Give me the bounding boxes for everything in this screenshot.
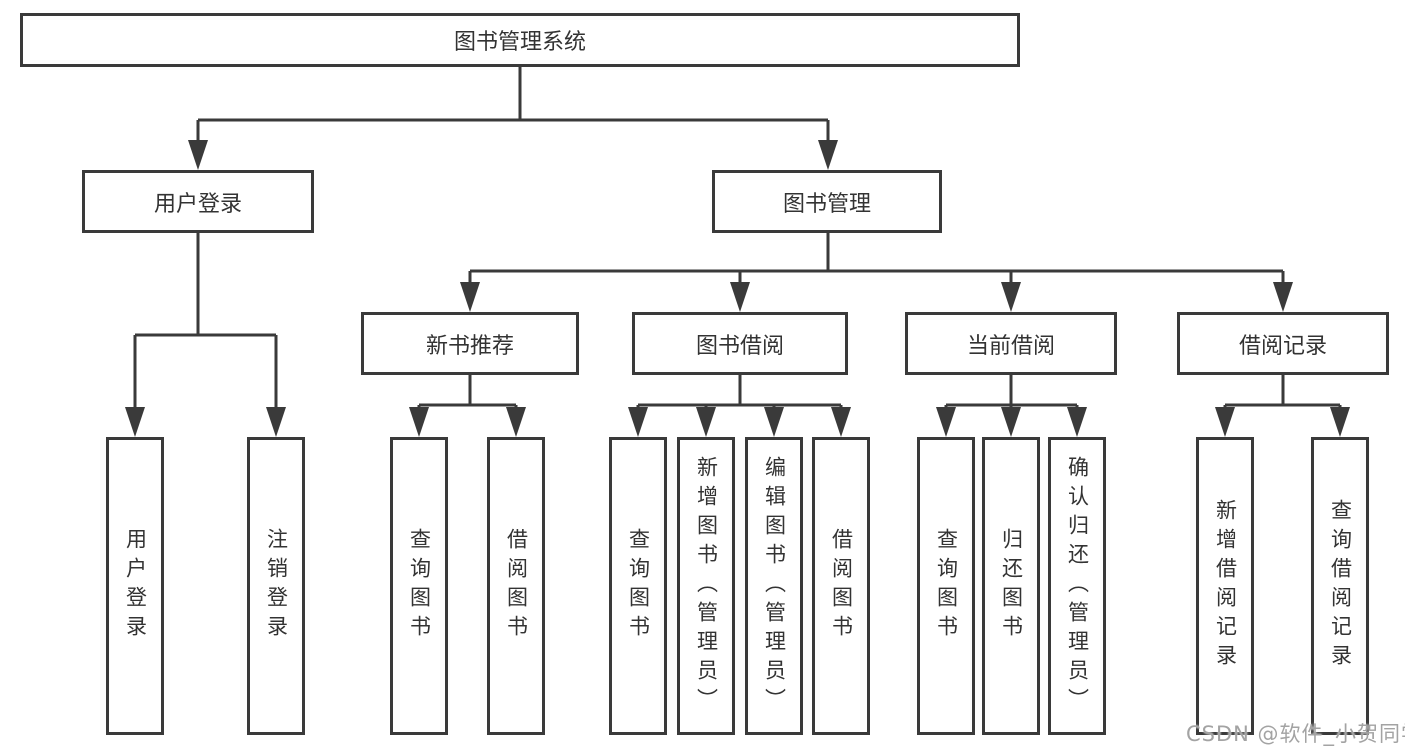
leaf-query-books-under-current: 查询图书 bbox=[917, 437, 975, 735]
leaf-user-login: 用户登录 bbox=[106, 437, 164, 735]
leaf-confirm-return-admin: 确认归还（管理员） bbox=[1048, 437, 1106, 735]
node-current-borrowing: 当前借阅 bbox=[905, 312, 1117, 375]
connector-current-borrow-to-leaves bbox=[936, 375, 1087, 437]
connector-new-book-to-leaves bbox=[409, 375, 526, 437]
leaf-return-books: 归还图书 bbox=[982, 437, 1040, 735]
leaf-borrow-books-under-new-book: 借阅图书 bbox=[487, 437, 545, 735]
node-new-book-recommendation: 新书推荐 bbox=[361, 312, 579, 375]
node-book-management: 图书管理 bbox=[712, 170, 942, 233]
node-library-management-system: 图书管理系统 bbox=[20, 13, 1020, 67]
leaf-query-books-under-new-book: 查询图书 bbox=[390, 437, 448, 735]
leaf-edit-book-admin: 编辑图书（管理员） bbox=[745, 437, 803, 735]
leaf-query-books-under-borrowing: 查询图书 bbox=[609, 437, 667, 735]
connector-root-to-level2 bbox=[188, 67, 838, 170]
leaf-add-book-admin: 新增图书（管理员） bbox=[677, 437, 735, 735]
leaf-query-borrow-record: 查询借阅记录 bbox=[1311, 437, 1369, 735]
connector-borrow-records-to-leaves bbox=[1215, 375, 1350, 437]
leaf-logout: 注销登录 bbox=[247, 437, 305, 735]
node-borrowing-records: 借阅记录 bbox=[1177, 312, 1389, 375]
node-book-borrowing: 图书借阅 bbox=[632, 312, 848, 375]
csdn-watermark: CSDN @软件_小贺同学 bbox=[1186, 722, 1405, 746]
leaf-add-borrow-record: 新增借阅记录 bbox=[1196, 437, 1254, 735]
node-user-login: 用户登录 bbox=[82, 170, 314, 233]
leaf-borrow-books-under-borrowing: 借阅图书 bbox=[812, 437, 870, 735]
connector-book-borrow-to-leaves bbox=[628, 375, 851, 437]
connector-book-mgmt-to-level3 bbox=[460, 233, 1293, 312]
connector-user-login-to-leaves bbox=[125, 233, 286, 437]
